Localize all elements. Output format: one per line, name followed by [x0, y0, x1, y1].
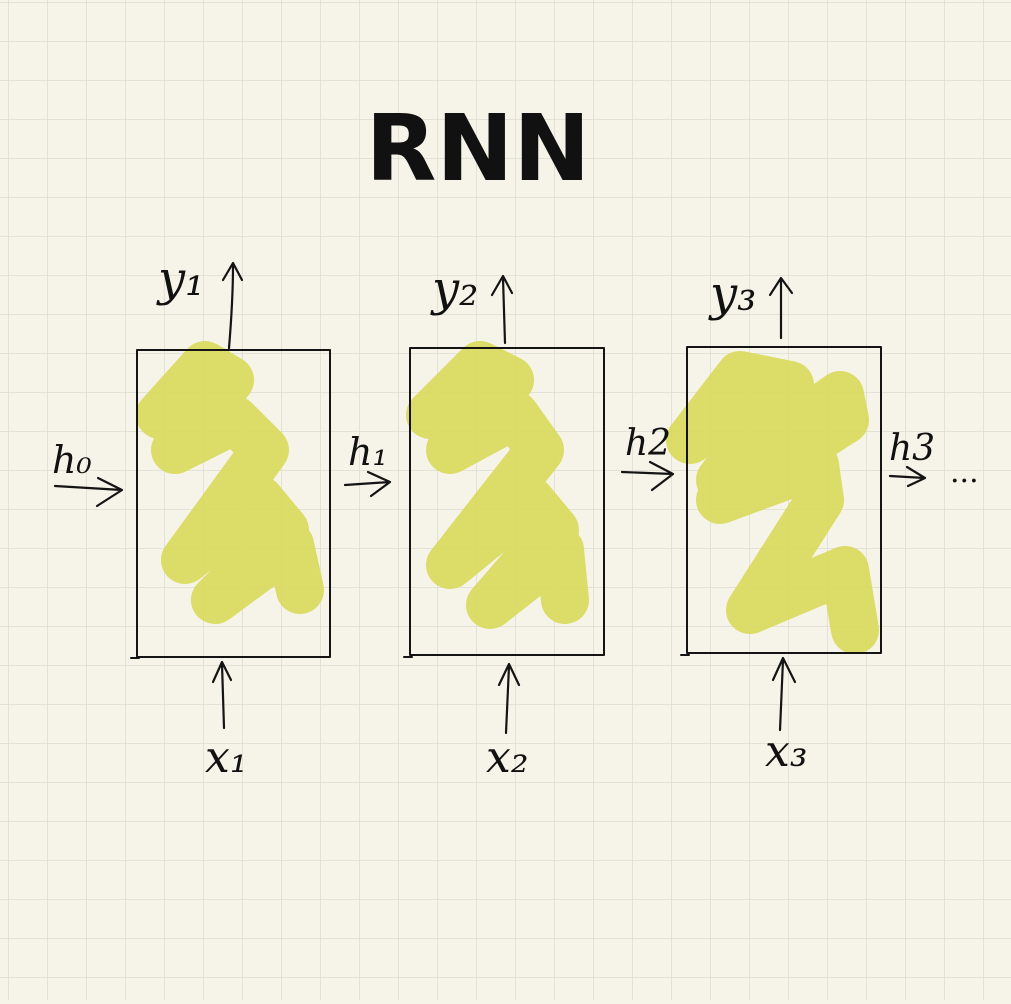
input-arrow-2 [497, 662, 521, 735]
highlight-scribble [666, 351, 879, 654]
hidden-arrow-h3 [888, 465, 927, 488]
label-x1: x₁ [205, 732, 247, 783]
hidden-arrow-h1 [343, 470, 392, 498]
highlight-scribble [406, 341, 589, 629]
label-y1: y₁ [156, 251, 204, 307]
label-h2: h2 [625, 423, 671, 464]
label-h3: h3 [889, 428, 935, 469]
label-h0: h₀ [52, 438, 92, 482]
input-arrow-3 [771, 656, 797, 732]
rnn-cell-1 [130, 341, 331, 659]
label-y2: y₂ [430, 261, 478, 317]
highlight-scribble [136, 341, 324, 624]
continuation-ellipsis: ... [950, 455, 979, 490]
rnn-cell-2 [403, 341, 605, 658]
label-x3: x₃ [765, 726, 807, 777]
label-x2: x₂ [486, 732, 528, 783]
label-h1: h₁ [348, 430, 388, 474]
page-title: RNN [366, 95, 591, 202]
output-arrow-2 [490, 274, 514, 345]
input-arrow-1 [211, 660, 233, 730]
output-arrow-3 [768, 276, 794, 340]
hidden-arrow-h2 [620, 460, 675, 492]
output-arrow-1 [221, 261, 244, 350]
hidden-arrow-h0 [53, 476, 124, 508]
cell-box [136, 349, 331, 658]
label-y3: y₃ [708, 266, 756, 322]
rnn-cell-3 [666, 346, 882, 656]
cell-box [686, 346, 882, 654]
cell-box [409, 347, 605, 656]
